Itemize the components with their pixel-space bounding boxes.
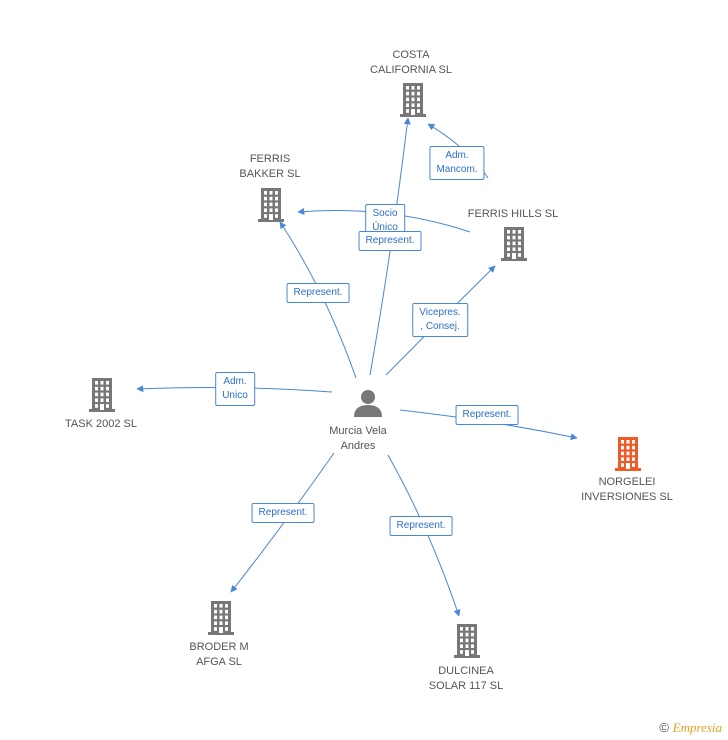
company-label-ferris-bakker[interactable]: FERRIS BAKKER SL: [239, 153, 301, 180]
edge-center-broder: [230, 452, 335, 593]
edge-label[interactable]: Represent.: [389, 516, 453, 536]
company-label-broder[interactable]: BRODER M AFGA SL: [189, 641, 249, 668]
edge-label[interactable]: Represent.: [286, 283, 350, 303]
company-label-costa[interactable]: COSTA CALIFORNIA SL: [370, 49, 452, 76]
edge-label[interactable]: Adm. Mancom.: [429, 146, 485, 180]
copyright-icon: ©: [659, 720, 670, 735]
person-label[interactable]: Murcia Vela Andres: [329, 425, 387, 452]
company-label-dulcinea[interactable]: DULCINEA SOLAR 117 SL: [428, 665, 504, 692]
edge-label[interactable]: Vicepres. , Consej.: [412, 303, 468, 337]
brand-logo: Empresia: [672, 720, 722, 735]
building-icon[interactable]: [501, 227, 527, 261]
building-icon[interactable]: [454, 624, 480, 658]
building-icon[interactable]: [208, 601, 234, 635]
edge-label[interactable]: Represent.: [455, 405, 519, 425]
building-icon[interactable]: [258, 188, 284, 222]
footer-brand: © Empresia: [659, 720, 722, 736]
company-label-norgelei[interactable]: NORGELEI INVERSIONES SL: [581, 476, 673, 503]
building-icon[interactable]: [89, 378, 115, 412]
company-label-ferris-hills[interactable]: FERRIS HILLS SL: [467, 208, 559, 220]
company-label-task[interactable]: TASK 2002 SL: [65, 418, 137, 430]
edge-label[interactable]: Represent.: [358, 231, 422, 251]
edge-label[interactable]: Adm. Unico: [215, 372, 255, 406]
edge-label[interactable]: Represent.: [251, 503, 315, 523]
person-icon[interactable]: [354, 390, 382, 417]
building-icon[interactable]: [400, 83, 426, 117]
building-icon[interactable]: [615, 437, 641, 471]
